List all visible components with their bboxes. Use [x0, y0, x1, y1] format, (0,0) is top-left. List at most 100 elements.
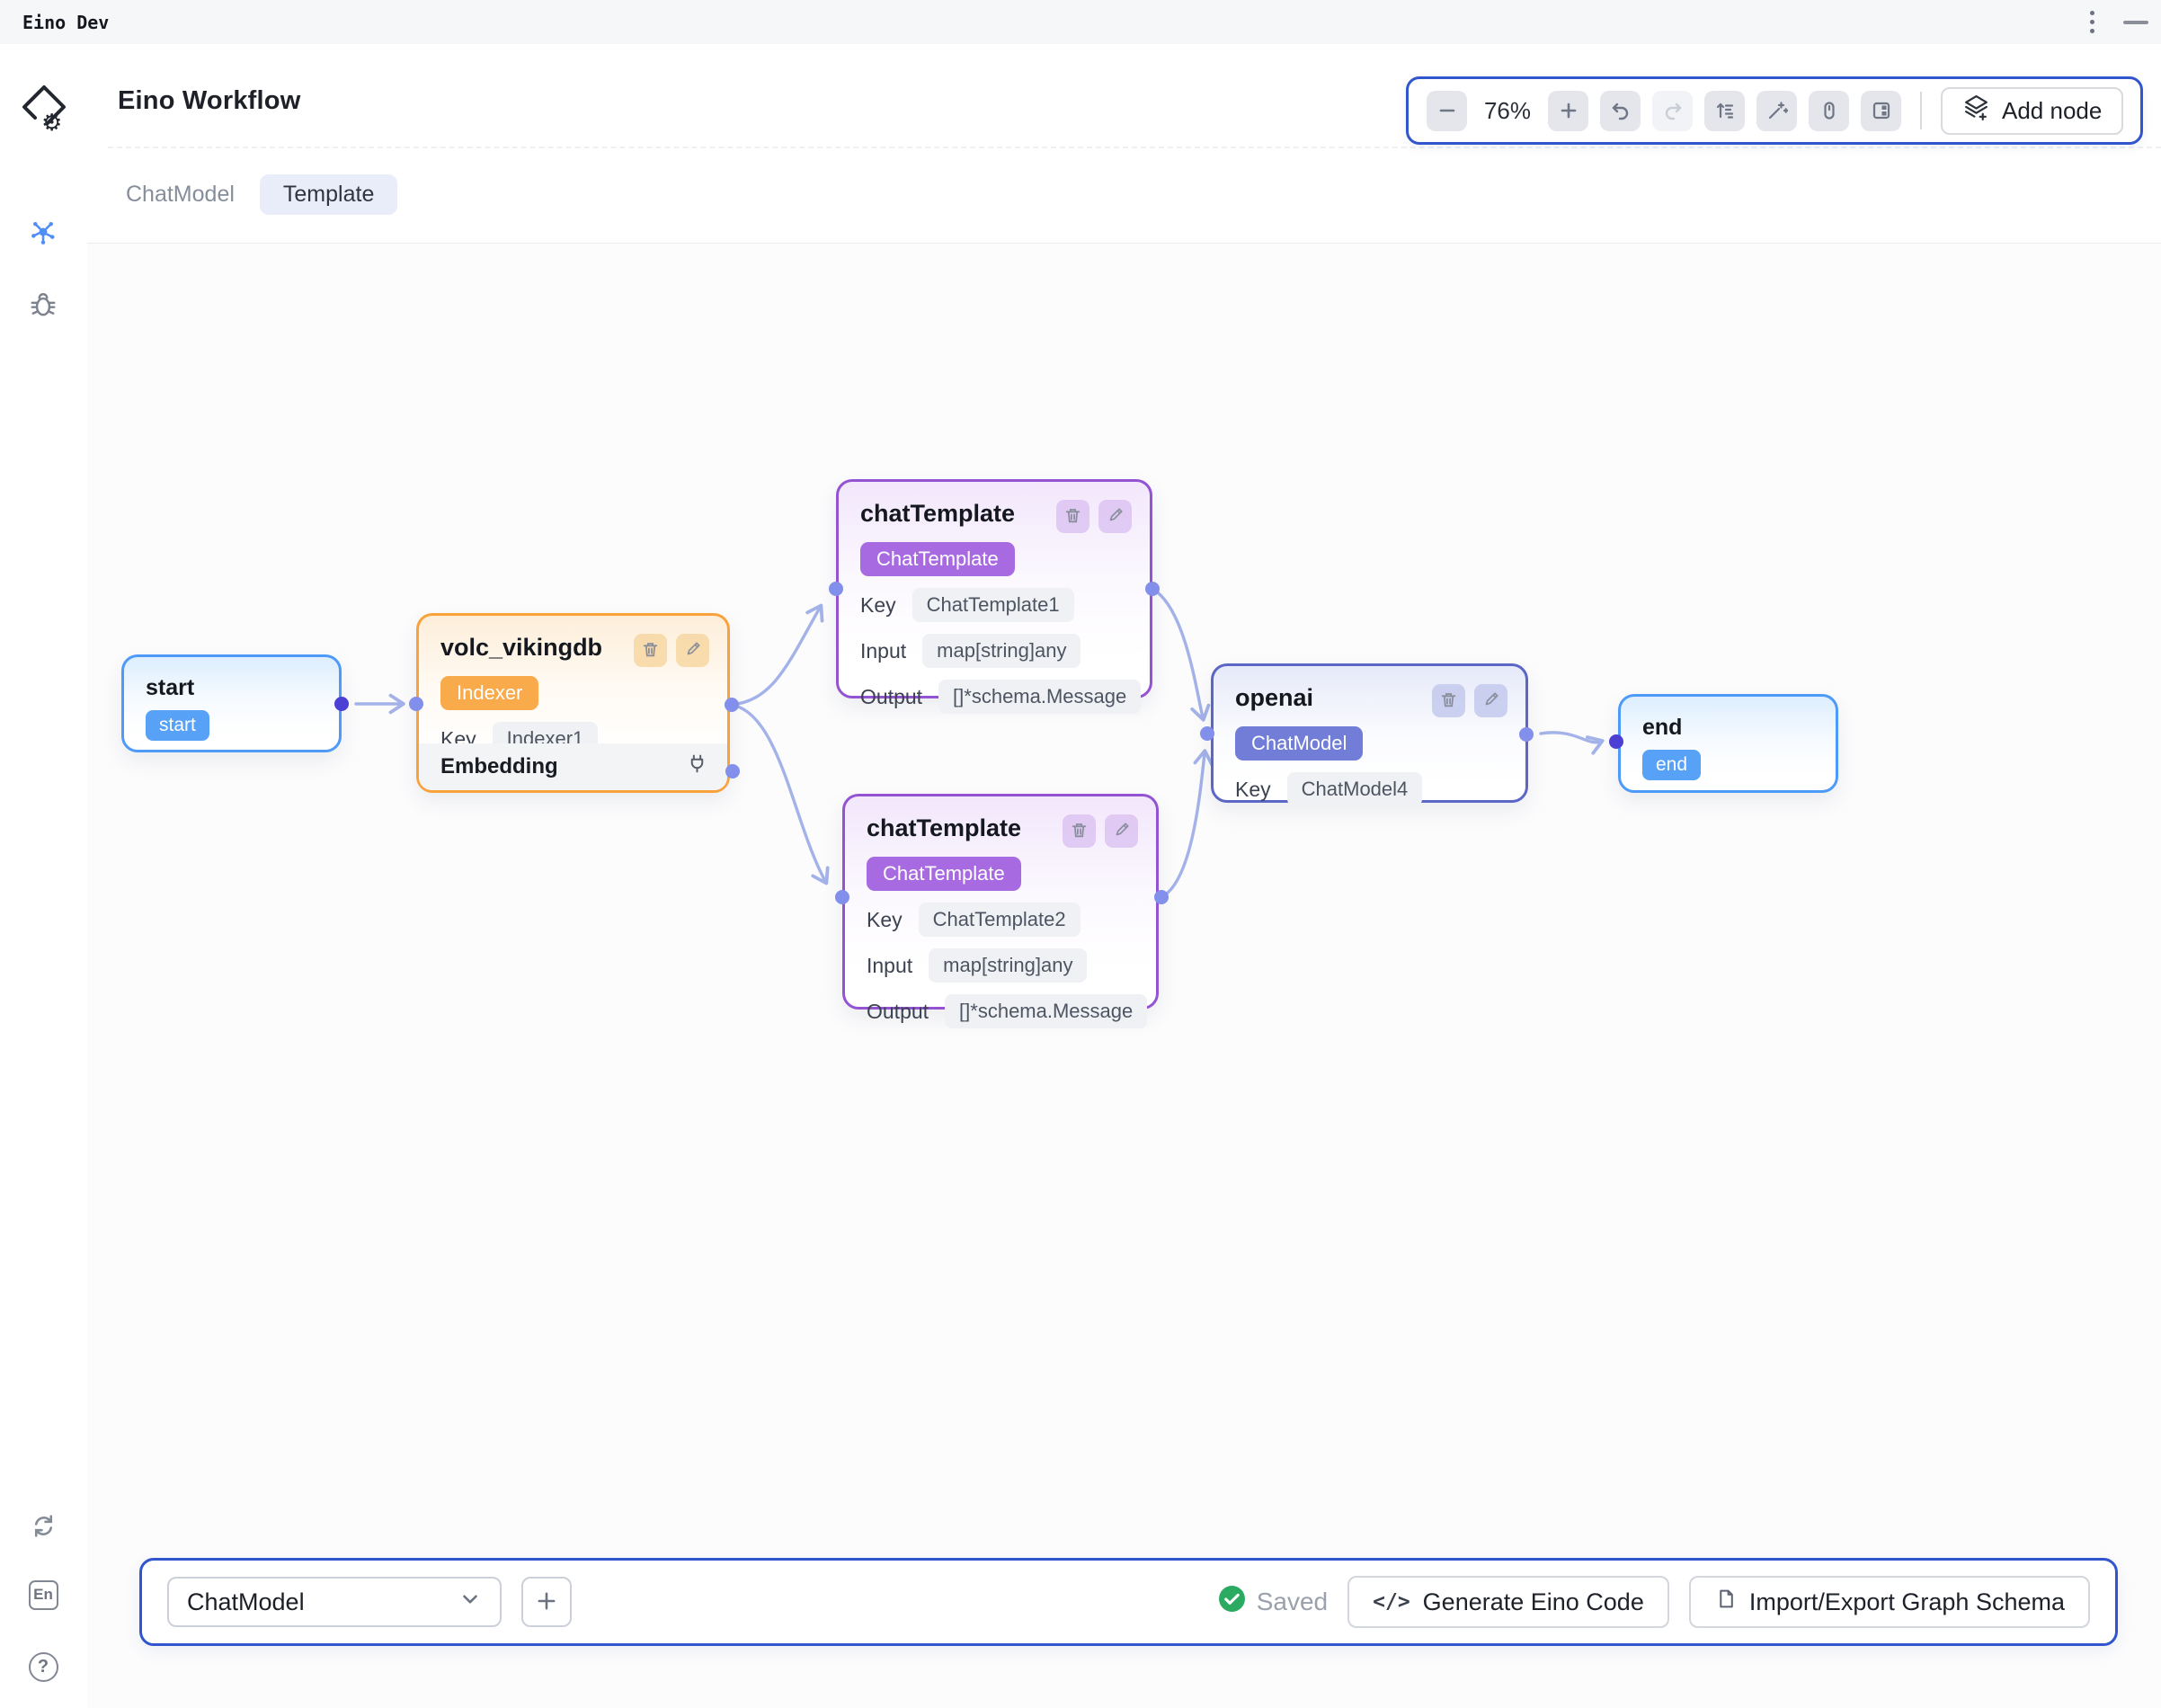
- trash-icon: [1439, 690, 1458, 712]
- output-label: Output: [860, 684, 923, 708]
- node-type-badge: Indexer: [440, 676, 539, 710]
- pencil-icon: [684, 640, 702, 661]
- port-volc-out[interactable]: [725, 698, 739, 712]
- os-title-bar: Eino Dev: [0, 0, 2161, 44]
- key-value-chip: ChatModel4: [1286, 772, 1423, 806]
- header-divider: [108, 147, 2161, 148]
- add-node-label: Add node: [2002, 96, 2103, 124]
- magic-wand-button[interactable]: [1756, 90, 1797, 131]
- output-type-chip: []*schema.Message: [938, 680, 1142, 714]
- workflow-graph-icon[interactable]: [23, 213, 63, 253]
- delete-node-button[interactable]: [1063, 814, 1096, 848]
- toolbar-divider: [1920, 92, 1922, 129]
- port-volc-in[interactable]: [409, 697, 423, 711]
- trash-icon: [641, 640, 660, 662]
- key-label: Key: [867, 907, 903, 931]
- input-label: Input: [860, 638, 907, 663]
- svg-text:⚙: ⚙: [41, 109, 62, 133]
- refresh-icon[interactable]: [23, 1506, 63, 1545]
- tab-chatmodel[interactable]: ChatModel: [126, 182, 235, 207]
- embedding-label: Embedding: [440, 754, 558, 778]
- kebab-menu-icon[interactable]: [2085, 5, 2100, 39]
- input-type-chip: map[string]any: [922, 634, 1081, 668]
- port-template2-in[interactable]: [835, 890, 849, 904]
- delete-node-button[interactable]: [1432, 684, 1465, 717]
- port-volc-embedding[interactable]: [725, 764, 740, 778]
- embedding-section[interactable]: Embedding: [419, 743, 727, 790]
- port-openai-in[interactable]: [1200, 726, 1214, 741]
- graph-selector-dropdown[interactable]: ChatModel: [167, 1577, 502, 1627]
- port-openai-out[interactable]: [1519, 727, 1534, 742]
- node-type-badge: ChatModel: [1235, 726, 1364, 761]
- edit-node-button[interactable]: [676, 634, 709, 667]
- help-label: ?: [37, 1656, 49, 1677]
- input-type-chip: map[string]any: [929, 948, 1088, 983]
- delete-node-button[interactable]: [634, 634, 667, 667]
- generate-code-label: Generate Eino Code: [1422, 1588, 1644, 1615]
- pencil-icon: [1113, 821, 1131, 841]
- page-title: Eino Workflow: [118, 86, 301, 115]
- node-start[interactable]: start start: [121, 654, 342, 752]
- node-title: start: [146, 675, 195, 700]
- layers-plus-icon: [1962, 93, 1990, 128]
- import-export-button[interactable]: Import/Export Graph Schema: [1688, 1576, 2090, 1628]
- tab-template[interactable]: Template: [259, 174, 398, 215]
- node-title: chatTemplate: [860, 500, 1016, 527]
- redo-button[interactable]: [1652, 90, 1693, 131]
- edit-node-button[interactable]: [1105, 814, 1138, 848]
- port-end-in[interactable]: [1609, 734, 1623, 749]
- mouse-mode-button[interactable]: [1809, 90, 1849, 131]
- delete-node-button[interactable]: [1056, 500, 1089, 533]
- node-end[interactable]: end end: [1618, 694, 1838, 793]
- port-template2-out[interactable]: [1154, 890, 1169, 904]
- import-export-label: Import/Export Graph Schema: [1748, 1588, 2065, 1615]
- port-template1-in[interactable]: [829, 582, 843, 596]
- save-status: Saved: [1218, 1585, 1328, 1619]
- minimap-button[interactable]: [1861, 90, 1901, 131]
- check-circle-icon: [1218, 1585, 1246, 1619]
- code-icon: </>: [1373, 1590, 1410, 1614]
- save-status-label: Saved: [1256, 1588, 1329, 1615]
- plug-icon: [687, 753, 707, 780]
- node-title: end: [1642, 715, 1683, 740]
- graph-control-bar: ChatModel Saved </> Generate Eino Code I…: [139, 1558, 2118, 1646]
- language-label: En: [33, 1586, 53, 1603]
- add-graph-button[interactable]: [521, 1577, 572, 1627]
- add-node-button[interactable]: Add node: [1941, 86, 2124, 135]
- node-title: chatTemplate: [867, 814, 1022, 841]
- edit-node-button[interactable]: [1098, 500, 1132, 533]
- zoom-out-button[interactable]: [1427, 90, 1467, 131]
- node-volc-vikingdb[interactable]: volc_vikingdb Indexer Key Indexer1 Embe: [416, 613, 730, 793]
- document-icon: [1714, 1588, 1737, 1616]
- node-title: volc_vikingdb: [440, 634, 603, 661]
- input-label: Input: [867, 953, 913, 977]
- node-openai[interactable]: openai ChatModel Key ChatModel4: [1211, 663, 1528, 806]
- generate-code-button[interactable]: </> Generate Eino Code: [1347, 1576, 1669, 1628]
- minimize-icon[interactable]: [2123, 20, 2148, 24]
- node-type-badge: start: [146, 710, 209, 741]
- zoom-level: 76%: [1483, 96, 1532, 124]
- pencil-icon: [1107, 506, 1125, 527]
- edit-node-button[interactable]: [1474, 684, 1507, 717]
- zoom-in-button[interactable]: [1548, 90, 1588, 131]
- node-type-badge: ChatTemplate: [867, 857, 1021, 891]
- window-title: Eino Dev: [22, 11, 110, 33]
- trash-icon: [1070, 821, 1089, 842]
- output-type-chip: []*schema.Message: [945, 994, 1148, 1028]
- chevron-down-icon: [458, 1588, 482, 1617]
- node-chattemplate-2[interactable]: chatTemplate ChatTemplate Key ChatTempla…: [842, 794, 1159, 1028]
- node-type-badge: end: [1642, 750, 1702, 780]
- left-sidebar: ⚙ En ?: [0, 44, 87, 1708]
- eino-logo-icon: ⚙: [20, 83, 68, 136]
- plus-icon: [534, 1588, 559, 1616]
- port-template1-out[interactable]: [1145, 582, 1160, 596]
- undo-button[interactable]: [1600, 90, 1641, 131]
- help-icon[interactable]: ?: [23, 1647, 63, 1686]
- node-chattemplate-1[interactable]: chatTemplate ChatTemplate Key ChatTempla…: [836, 479, 1152, 714]
- language-switch-icon[interactable]: En: [23, 1575, 63, 1615]
- trash-icon: [1063, 506, 1082, 528]
- output-label: Output: [867, 999, 929, 1023]
- auto-layout-button[interactable]: [1704, 90, 1745, 131]
- debug-bug-icon[interactable]: [23, 285, 63, 325]
- port-start-out[interactable]: [334, 697, 349, 711]
